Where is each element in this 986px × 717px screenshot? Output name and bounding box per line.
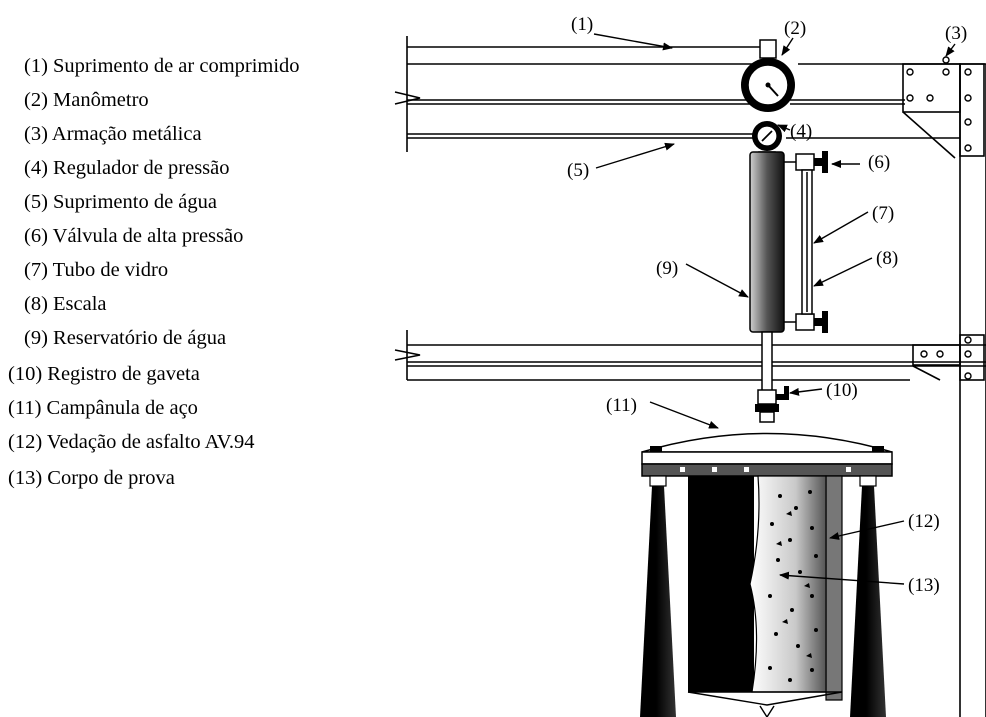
water-reservoir — [749, 151, 785, 333]
legend-item-10: (10) Registro de gaveta — [8, 363, 200, 385]
legend-item-6: (6) Válvula de alta pressão — [24, 225, 244, 247]
callout-13: (13) — [908, 575, 940, 596]
bell-body — [688, 476, 754, 692]
callout-11: (11) — [606, 395, 637, 416]
legend-item-12: (12) Vedação de asfalto AV.94 — [8, 431, 255, 453]
callout-4: (4) — [790, 121, 812, 142]
support-legs — [640, 475, 886, 717]
legend-item-11: (11) Campânula de aço — [8, 397, 198, 419]
frame-bolts — [906, 56, 972, 380]
legend-item-7: (7) Tubo de vidro — [24, 259, 169, 281]
callout-labels: (1) (2) (3) (4) (5) (6) (7) (8) (9) (10)… — [567, 14, 967, 596]
specimen — [749, 475, 827, 693]
legend-item-2: (2) Manômetro — [24, 89, 149, 111]
leader-lines — [593, 33, 956, 585]
pipe — [761, 331, 773, 393]
manometer — [741, 39, 795, 112]
callout-1: (1) — [571, 14, 593, 35]
sight-glass-assembly — [784, 153, 815, 331]
high-pressure-valve — [814, 151, 828, 333]
callout-10: (10) — [826, 380, 858, 401]
callout-5: (5) — [567, 160, 589, 181]
legend: (1) Suprimento de ar comprimido (2) Manô… — [0, 0, 400, 500]
legend-item-5: (5) Suprimento de água — [24, 191, 217, 213]
callout-2: (2) — [784, 18, 806, 39]
callout-6: (6) — [868, 152, 890, 173]
legend-item-1: (1) Suprimento de ar comprimido — [24, 55, 300, 77]
legend-item-9: (9) Reservatório de água — [24, 327, 227, 349]
callout-7: (7) — [872, 203, 894, 224]
steel-bell — [641, 432, 893, 701]
callout-9: (9) — [656, 258, 678, 279]
legend-item-3: (3) Armação metálica — [24, 123, 202, 145]
gate-valve — [755, 386, 789, 423]
callout-12: (12) — [908, 511, 940, 532]
legend-item-8: (8) Escala — [24, 293, 107, 315]
legend-item-4: (4) Regulador de pressão — [24, 157, 230, 179]
callout-8: (8) — [876, 248, 898, 269]
metal-frame — [394, 36, 986, 717]
bottom-cone — [687, 691, 843, 717]
callout-3: (3) — [945, 23, 967, 44]
legend-item-13: (13) Corpo de prova — [8, 467, 175, 489]
